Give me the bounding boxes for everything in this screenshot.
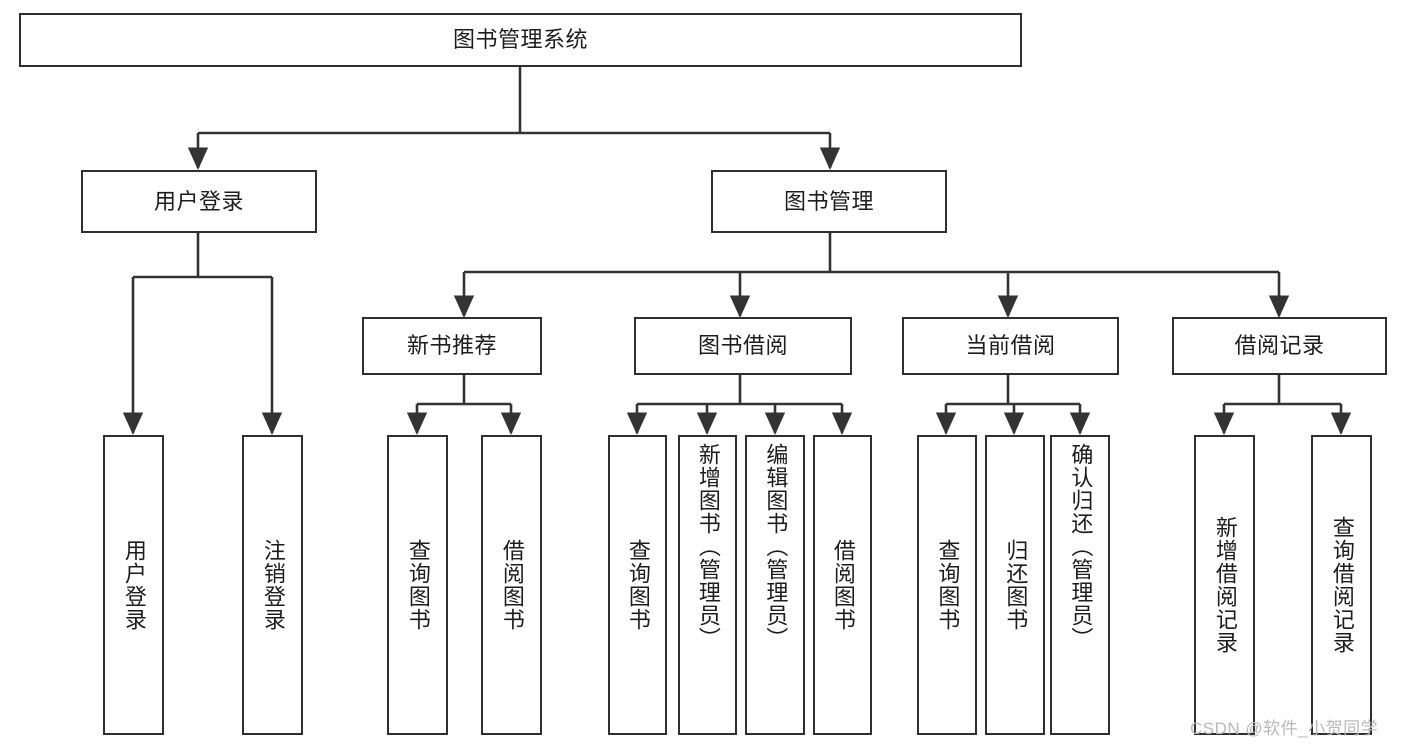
node-leaf-add-record[interactable]: 新增借阅记录 [1194,435,1255,735]
node-leaf-confirm-return-label: 确认归还（管理员） [1068,443,1094,650]
node-leaf-return-book-label: 归还图书 [1003,539,1029,631]
node-leaf-logout-login-label: 注销登录 [260,539,286,631]
node-leaf-borrow-book-1[interactable]: 借阅图书 [481,435,542,735]
node-book-borrow-label: 图书借阅 [697,333,788,359]
node-leaf-query-book-2-label: 查询图书 [625,539,651,631]
node-leaf-borrow-book-2-label: 借阅图书 [830,539,856,631]
node-borrow-record[interactable]: 借阅记录 [1172,317,1387,375]
node-leaf-borrow-book-2[interactable]: 借阅图书 [813,435,872,735]
node-new-book-recommend[interactable]: 新书推荐 [362,317,542,375]
node-new-book-recommend-label: 新书推荐 [406,333,497,359]
node-leaf-user-login[interactable]: 用户登录 [103,435,164,735]
node-leaf-logout-login[interactable]: 注销登录 [242,435,303,735]
node-book-borrow[interactable]: 图书借阅 [634,317,852,375]
node-leaf-query-book-2[interactable]: 查询图书 [608,435,667,735]
node-leaf-edit-book-label: 编辑图书（管理员） [763,443,789,650]
node-leaf-user-login-label: 用户登录 [121,539,147,631]
node-leaf-query-record-label: 查询借阅记录 [1329,516,1355,654]
node-leaf-query-book-3[interactable]: 查询图书 [917,435,977,735]
node-current-borrow-label: 当前借阅 [965,333,1056,359]
node-user-login-label: 用户登录 [153,188,244,214]
node-leaf-edit-book[interactable]: 编辑图书（管理员） [745,435,805,735]
node-leaf-query-book-3-label: 查询图书 [935,539,961,631]
node-user-login[interactable]: 用户登录 [81,170,317,233]
node-leaf-query-record[interactable]: 查询借阅记录 [1311,435,1372,735]
node-leaf-query-book-1-label: 查询图书 [405,539,431,631]
node-leaf-add-record-label: 新增借阅记录 [1212,516,1238,654]
node-root-book-management-system[interactable]: 图书管理系统 [19,13,1022,67]
node-book-manage-label: 图书管理 [783,188,874,214]
node-root-label: 图书管理系统 [452,27,588,53]
node-leaf-confirm-return[interactable]: 确认归还（管理员） [1050,435,1110,735]
node-current-borrow[interactable]: 当前借阅 [902,317,1119,375]
node-leaf-add-book[interactable]: 新增图书（管理员） [678,435,737,735]
node-book-manage[interactable]: 图书管理 [711,170,947,233]
node-leaf-borrow-book-1-label: 借阅图书 [499,539,525,631]
node-leaf-query-book-1[interactable]: 查询图书 [387,435,448,735]
node-leaf-return-book[interactable]: 归还图书 [985,435,1045,735]
node-borrow-record-label: 借阅记录 [1234,333,1325,359]
node-leaf-add-book-label: 新增图书（管理员） [695,443,721,650]
